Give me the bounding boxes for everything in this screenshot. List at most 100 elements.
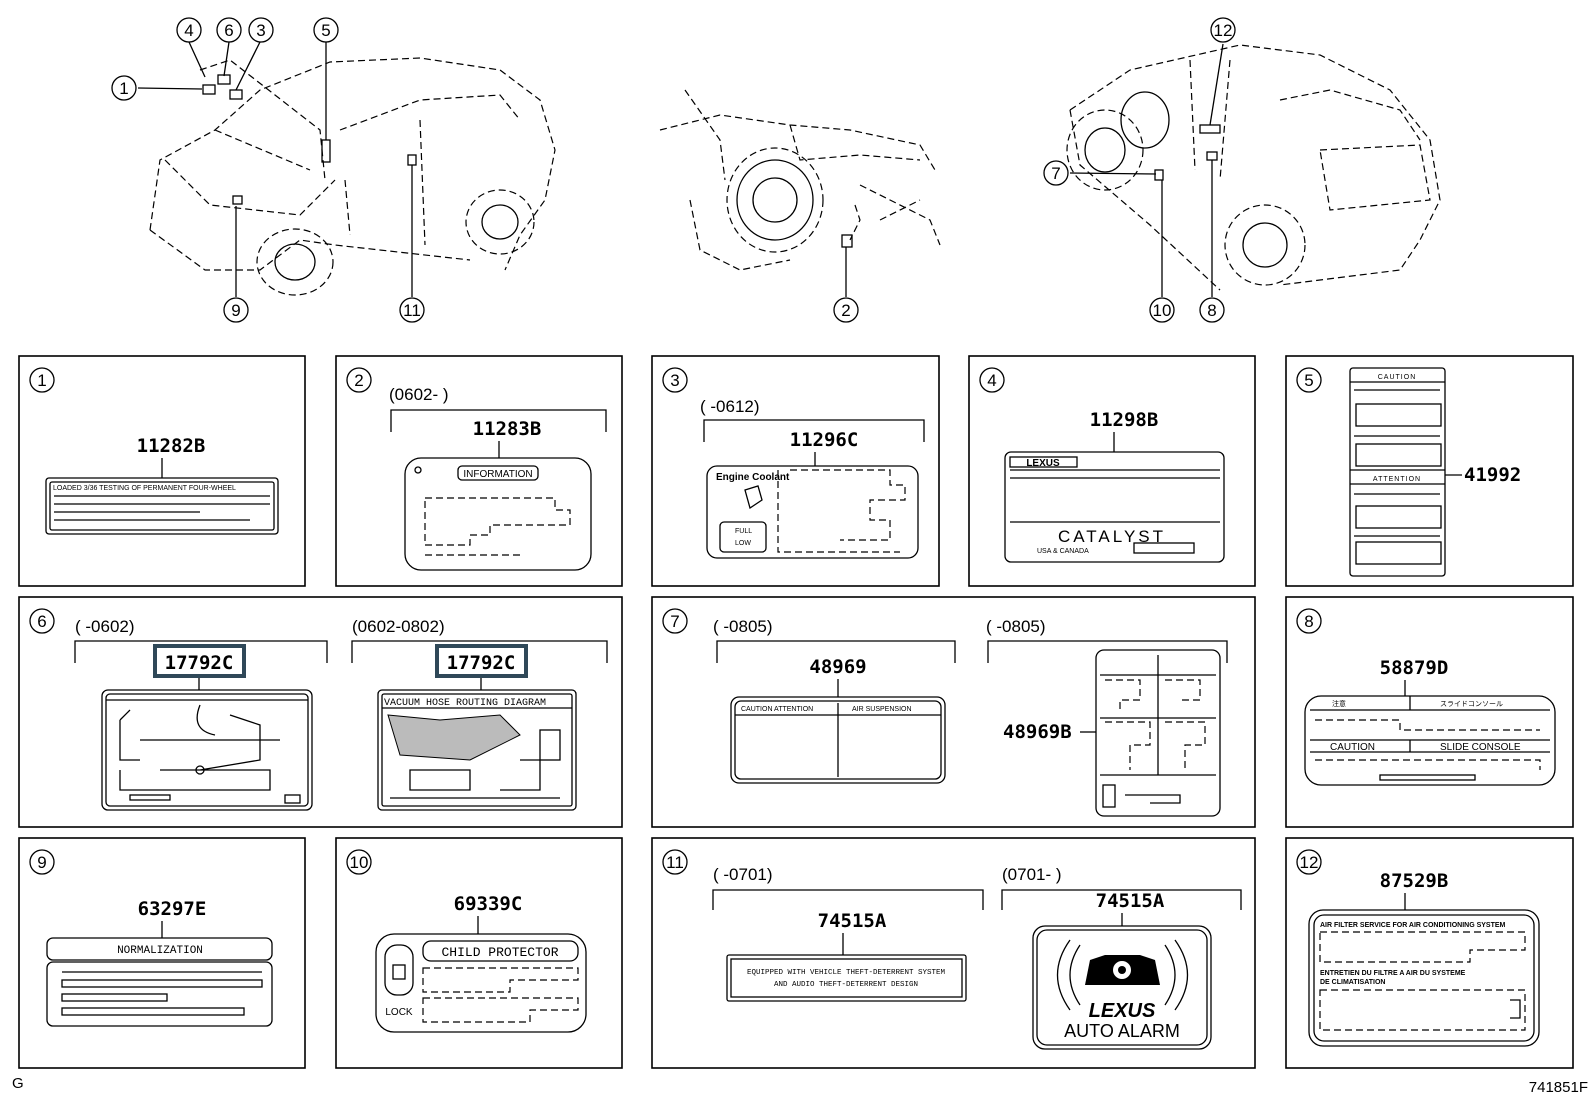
vehicle-rear-view: 12 7 10 8 [1043, 17, 1441, 323]
panel-9-label-text: NORMALIZATION [117, 945, 203, 957]
panel-10-part-number: 69339C [454, 893, 523, 915]
callout-12 [1210, 17, 1236, 43]
panel-11-alarm: AUTO ALARM [1064, 1021, 1180, 1041]
callout-6 [216, 17, 242, 43]
panel-11-range-a: ( -0701) [713, 865, 773, 884]
panel-2: 2 (0602- ) 11283B INFORMATION [335, 355, 623, 587]
panel-2-range: (0602- ) [389, 385, 449, 404]
callout-12-label: 12 [1214, 21, 1233, 40]
front-view-callouts: 1 4 6 3 5 9 11 [111, 17, 425, 323]
callout-3 [248, 17, 274, 43]
callout-3-label: 3 [256, 21, 265, 40]
dashboard-view: 2 [659, 89, 941, 323]
panel-7-range-a: ( -0805) [713, 617, 773, 636]
callout-11 [399, 297, 425, 323]
callout-4-label: 4 [184, 21, 193, 40]
panel-5-attention: ATTENTION [1373, 476, 1421, 483]
panel-9-part-number: 63297E [138, 898, 207, 920]
callout-1 [111, 75, 137, 101]
panel-9-index: 9 [37, 853, 46, 872]
panel-12-index: 12 [1300, 853, 1319, 872]
panel-7-part-number-b: 48969B [1003, 721, 1072, 743]
panel-5: 5 CAUTION ATTENTION 41992 [1285, 355, 1574, 587]
panel-6-index: 6 [37, 612, 46, 631]
callout-5 [313, 17, 339, 43]
panel-8: 8 58879D 注意 スライドコンソール CAUTION SLIDE CONS… [1285, 596, 1574, 828]
panel-11-brand: LEXUS [1089, 1000, 1156, 1022]
panel-7-index: 7 [670, 612, 679, 631]
panel-3-range: ( -0612) [700, 397, 760, 416]
callout-8 [1199, 297, 1225, 323]
callout-9 [223, 297, 249, 323]
panel-3-label-text: Engine Coolant [716, 472, 790, 483]
panel-3: 3 ( -0612) 11296C Engine Coolant FULL LO… [651, 355, 940, 587]
callout-4 [176, 17, 202, 43]
panel-10: 10 69339C LOCK CHILD PROTECTOR [335, 837, 623, 1069]
panel-4: 4 11298B LEXUS CATALYST USA & CANADA [968, 355, 1256, 587]
panel-6-range-a: ( -0602) [75, 617, 135, 636]
panel-6-part-number-b: 17792C [447, 652, 516, 674]
callout-2 [833, 297, 859, 323]
panel-3-low: LOW [735, 540, 751, 547]
panel-2-part-number: 11283B [473, 418, 542, 440]
panel-5-part-number: 41992 [1464, 464, 1521, 486]
panel-7-label-a2: AIR SUSPENSION [852, 706, 912, 713]
panel-12-part-number: 87529B [1380, 870, 1449, 892]
callout-1-label: 1 [119, 79, 128, 98]
callout-11-label: 11 [403, 301, 421, 320]
panel-4-label-text: CATALYST [1058, 527, 1166, 546]
panel-8-part-number: 58879D [1380, 657, 1449, 679]
panel-2-index: 2 [354, 371, 363, 390]
panel-4-index: 4 [987, 371, 996, 390]
panel-9: 9 63297E NORMALIZATION [18, 837, 306, 1069]
panel-2-label-text: INFORMATION [463, 469, 532, 480]
panel-6: 6 ( -0602) (0602-0802) 17792C 17792C VAC… [18, 596, 623, 828]
panel-6-highlight-b [435, 644, 528, 678]
panel-12-line3: DE CLIMATISATION [1320, 979, 1385, 986]
panel-12: 12 87529B AIR FILTER SERVICE FOR AIR CON… [1285, 837, 1574, 1069]
panel-6-highlight-a [153, 644, 246, 678]
panel-4-brand: LEXUS [1026, 458, 1060, 469]
callout-9-label: 9 [231, 301, 240, 320]
panel-11-line1: EQUIPPED WITH VEHICLE THEFT-DETERRENT SY… [747, 969, 946, 977]
callout-6-label: 6 [224, 21, 233, 40]
callout-2-label: 2 [841, 301, 850, 320]
panel-11-index: 11 [666, 853, 684, 872]
panel-4-part-number: 11298B [1090, 409, 1159, 431]
panel-8-jp2: スライドコンソール [1440, 700, 1503, 708]
footer-left-code: G [12, 1075, 24, 1092]
callout-7 [1043, 160, 1069, 186]
callout-8-label: 8 [1207, 301, 1216, 320]
panel-1: 1 11282B LOADED 3/36 TESTING OF PERMANEN… [18, 355, 306, 587]
panel-12-line2: ENTRETIEN DU FILTRE A AIR DU SYSTEME [1320, 970, 1466, 977]
panel-1-label-text: LOADED 3/36 TESTING OF PERMANENT FOUR-WH… [53, 485, 236, 492]
panel-11-line2: AND AUDIO THEFT-DETERRENT DESIGN [774, 981, 918, 989]
panel-7-part-number-a: 48969 [809, 656, 866, 678]
panel-4-sub: USA & CANADA [1037, 548, 1089, 555]
panel-11-part-number-b: 74515A [1096, 890, 1165, 912]
vehicle-front-view [149, 57, 556, 296]
callout-10 [1149, 297, 1175, 323]
panel-6-range-b: (0602-0802) [352, 617, 445, 636]
panel-3-full: FULL [735, 528, 752, 535]
panel-1-part-number: 11282B [137, 435, 206, 457]
panel-8-jp1: 注意 [1332, 699, 1346, 708]
panel-7-range-b: ( -0805) [986, 617, 1046, 636]
panel-10-lock: LOCK [385, 1007, 413, 1018]
panel-8-caution: CAUTION [1330, 742, 1375, 753]
panel-10-label-text: CHILD PROTECTOR [441, 945, 558, 960]
panel-12-line1: AIR FILTER SERVICE FOR AIR CONDITIONING … [1320, 922, 1506, 929]
footer-illustration-id: 741851F [1529, 1079, 1588, 1096]
callout-10-label: 10 [1153, 301, 1172, 320]
panel-3-index: 3 [670, 371, 679, 390]
panel-7: 7 ( -0805) ( -0805) 48969 CAUTION ATTENT… [651, 596, 1256, 828]
panel-6-part-number-a: 17792C [165, 652, 234, 674]
panel-10-index: 10 [350, 853, 369, 872]
panel-11-part-number-a: 74515A [818, 910, 887, 932]
panel-11: 11 ( -0701) (0701- ) 74515A EQUIPPED WIT… [651, 837, 1256, 1069]
panel-5-caution: CAUTION [1378, 374, 1417, 381]
callout-7-label: 7 [1051, 164, 1060, 183]
callout-5-label: 5 [321, 21, 330, 40]
panel-7-label-a1: CAUTION ATTENTION [741, 706, 813, 713]
